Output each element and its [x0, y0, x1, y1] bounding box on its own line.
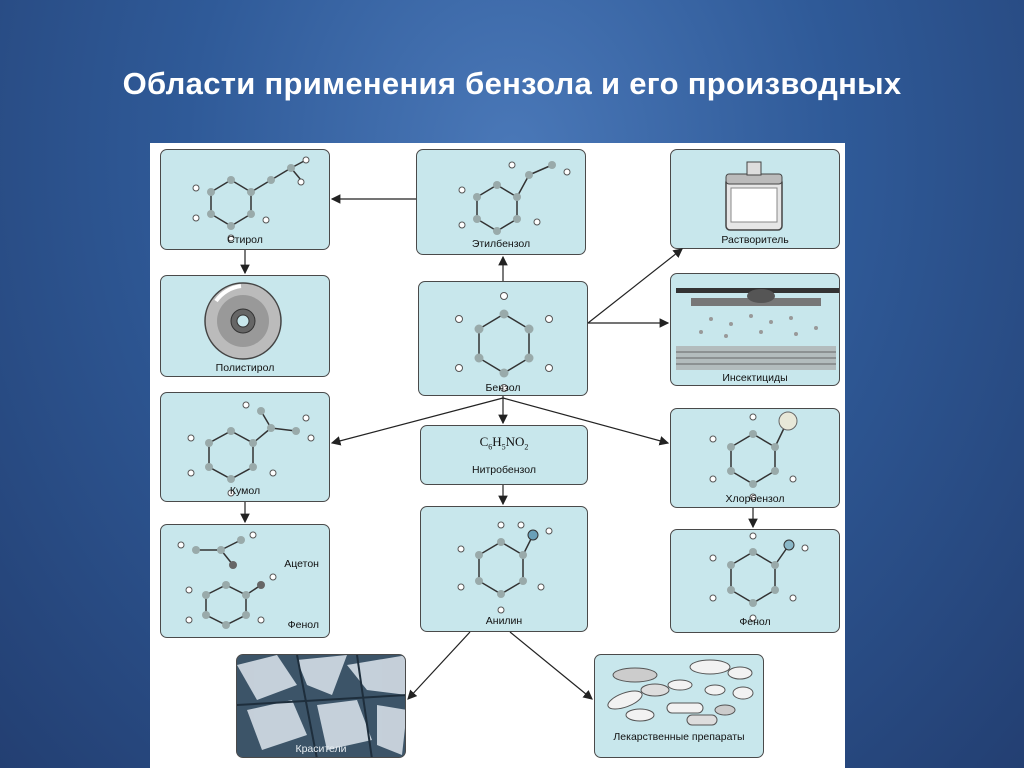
label-drugs: Лекарственные препараты	[613, 731, 745, 743]
ethylbenzene-molecule	[458, 161, 571, 235]
label-ethylbenzene: Этилбензол	[471, 238, 531, 250]
label-styrene: Стирол	[227, 234, 263, 246]
node-phenol-right: Фенол	[670, 529, 840, 633]
label-polystyrene: Полистирол	[215, 362, 275, 374]
diagram-arrows	[240, 194, 758, 700]
benzene-molecule	[455, 292, 553, 392]
diagram-panel: Стирол Этилбензол Растворитель	[150, 143, 845, 768]
label-solvent: Растворитель	[721, 234, 789, 246]
node-dyes: Красители	[236, 654, 406, 758]
node-nitrobenzene: C6H5NO2 Нитробензол	[420, 425, 588, 485]
node-ethylbenzene: Этилбензол	[416, 149, 586, 255]
node-aniline: Анилин	[420, 506, 588, 632]
phenol-molecule	[709, 532, 809, 622]
aniline-molecule	[457, 521, 553, 614]
node-solvent: Растворитель	[670, 149, 840, 249]
label-phenol-right: Фенол	[739, 616, 771, 628]
label-chlorobenzene: Хлорбензол	[725, 493, 785, 505]
label-aniline: Анилин	[485, 615, 523, 627]
label-nitrobenzene: Нитробензол	[472, 464, 536, 476]
dyes-photo	[237, 655, 405, 757]
arrow-aniline-dyes	[407, 631, 471, 700]
node-chlorobenzene: Хлорбензол	[670, 408, 840, 508]
solvent-canister-icon	[725, 161, 783, 231]
node-drugs: Лекарственные препараты	[594, 654, 764, 758]
label-dyes: Красители	[295, 743, 347, 755]
chlorobenzene-molecule	[709, 411, 798, 501]
slide-title: Области применения бензола и его произво…	[122, 66, 902, 101]
label-phenol-left: Фенол	[287, 619, 319, 631]
label-cumene: Кумол	[229, 485, 261, 497]
node-benzene: Бензол	[418, 281, 588, 396]
label-insecticides: Инсектициды	[722, 372, 788, 384]
formula-nitrobenzene: C6H5NO2	[479, 434, 529, 452]
arrow-benzene-cumene	[330, 397, 504, 446]
label-benzene: Бензол	[485, 382, 521, 394]
acetone-phenol-molecules	[177, 531, 277, 629]
node-styrene: Стирол	[160, 149, 330, 250]
node-polystyrene: Полистирол	[160, 275, 330, 377]
node-cumene: Кумол	[160, 392, 330, 502]
arrow-benzene-solvent	[587, 248, 683, 324]
styrene-molecule	[192, 156, 310, 242]
label-acetone: Ацетон	[284, 558, 319, 570]
cd-disc-icon	[204, 282, 282, 360]
crop-duster-plane-icon	[676, 288, 839, 370]
node-insecticides: Инсектициды	[670, 273, 840, 386]
arrow-aniline-drugs	[509, 631, 593, 700]
pills-icon	[607, 659, 754, 726]
cumene-molecule	[187, 401, 315, 497]
arrow-benzene-chlorobenzene	[502, 397, 670, 446]
node-acetone-phenol: Ацетон Фенол	[160, 524, 330, 638]
